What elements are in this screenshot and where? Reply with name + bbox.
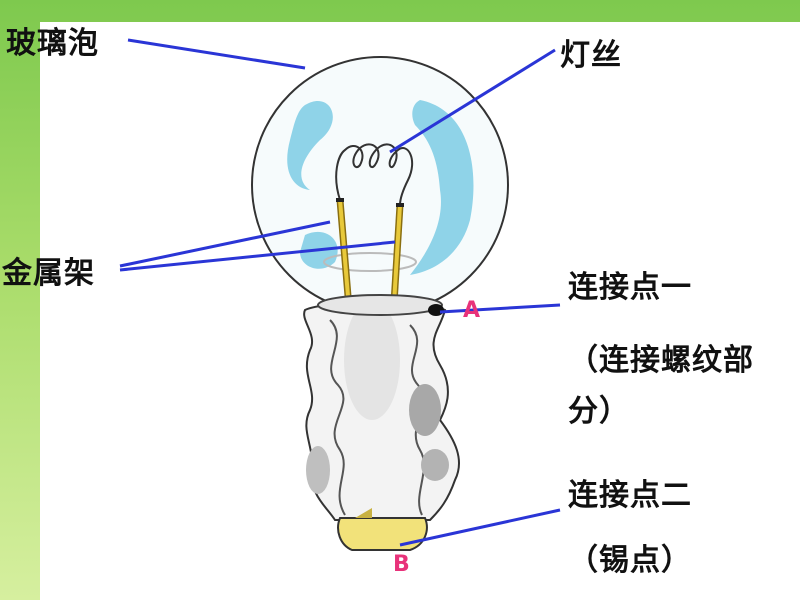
leader-glass-bulb xyxy=(127,38,306,70)
point-a-letter: A xyxy=(463,298,481,323)
label-filament: 灯丝 xyxy=(560,38,622,73)
shadow-right-lower xyxy=(421,449,449,481)
leader-metal-frame-left xyxy=(119,220,331,268)
leader-contact-one xyxy=(439,303,561,314)
leader-metal-frame-right xyxy=(119,240,396,272)
leader-filament xyxy=(389,48,556,154)
leader-contact-two xyxy=(399,508,561,547)
glass-highlight-left xyxy=(287,100,333,190)
solder-point xyxy=(337,517,428,551)
screw-thread-left xyxy=(329,319,346,516)
contact-point-a-dot xyxy=(428,304,444,316)
label-contact-one-note-line1: （连接螺纹部 xyxy=(568,343,754,378)
base-top-rim xyxy=(317,294,443,316)
label-contact-two-note: （锡点） xyxy=(568,543,692,578)
point-b-letter: B xyxy=(393,552,410,577)
glass-highlight-right xyxy=(410,100,474,275)
shadow-right-upper xyxy=(409,384,441,436)
label-metal-frame: 金属架 xyxy=(2,256,95,291)
glass-stem-ring xyxy=(323,252,417,272)
label-contact-one-note-line2: 分） xyxy=(568,394,630,429)
label-contact-two: 连接点二 xyxy=(568,478,692,513)
shadow-center xyxy=(344,300,400,420)
label-contact-one: 连接点一 xyxy=(568,270,692,305)
shadow-left xyxy=(306,446,330,494)
solder-tip xyxy=(355,508,372,518)
filament-coil xyxy=(335,143,414,206)
label-glass-bulb: 玻璃泡 xyxy=(6,26,99,61)
